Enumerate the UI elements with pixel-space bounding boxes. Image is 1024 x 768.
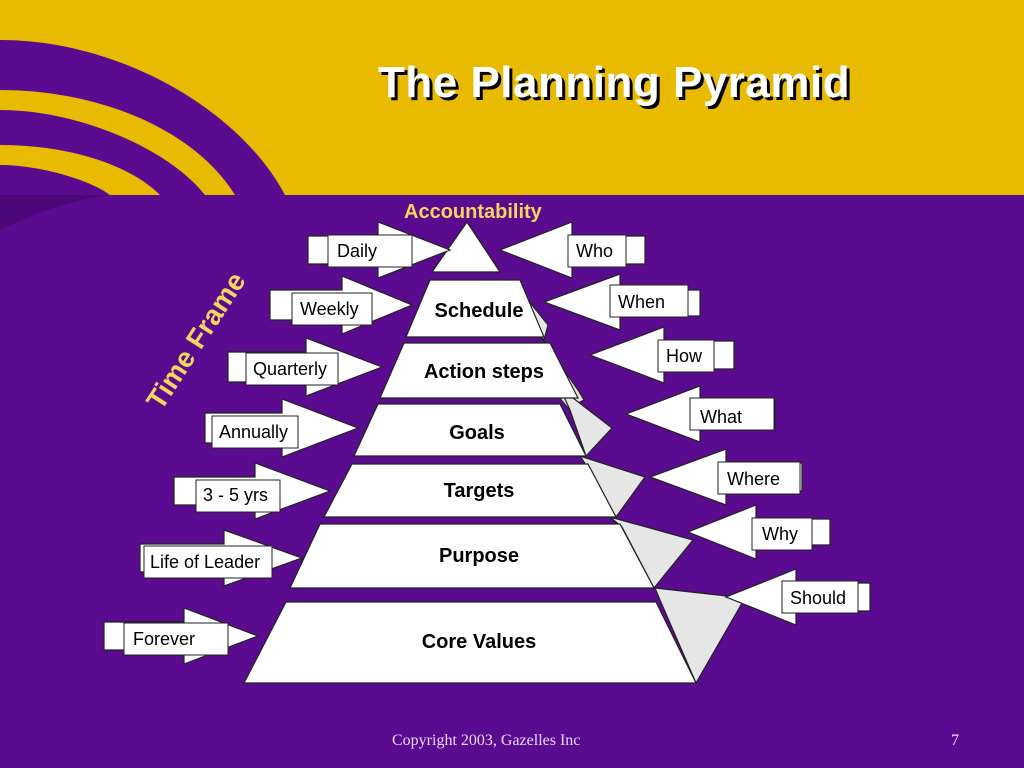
pyramid-layer-purpose — [289, 523, 655, 589]
tag-who: Who — [576, 241, 614, 261]
slide-title: The Planning Pyramid — [378, 58, 851, 107]
pyramid-layer-action-steps — [379, 342, 579, 399]
tag-annually: Annually — [219, 422, 289, 442]
page-number: 7 — [951, 732, 959, 749]
tag-weekly: Weekly — [300, 299, 359, 319]
tag-should: Should — [790, 588, 847, 608]
layer-label-goals: Goals — [449, 422, 505, 444]
decorative-arcs — [0, 40, 285, 195]
tag-where: Where — [727, 469, 781, 489]
layer-label-purpose: Purpose — [438, 545, 520, 567]
tag-how: How — [666, 346, 703, 366]
tag-what: What — [700, 407, 743, 427]
tag-daily: Daily — [337, 241, 378, 261]
accountability-label: Accountability — [404, 201, 542, 223]
planning-pyramid — [243, 220, 746, 685]
tag-forever: Forever — [133, 629, 196, 649]
pyramid-layer-schedule — [405, 279, 545, 338]
tag-when: When — [618, 292, 666, 312]
pyramid-layer-goals — [353, 403, 587, 457]
pyramid-layer-core-values — [243, 601, 697, 684]
layer-label-schedule: Schedule — [434, 300, 524, 322]
tag-why: Why — [762, 524, 798, 544]
layer-label-action-steps: Action steps — [423, 361, 545, 383]
pyramid-layer-targets — [323, 463, 617, 518]
copyright-footer: Copyright 2003, Gazelles Inc — [392, 732, 581, 749]
tag-quarterly: Quarterly — [253, 359, 328, 379]
tag-life-of-leader: Life of Leader — [150, 552, 261, 572]
layer-label-targets: Targets — [443, 480, 515, 502]
pyramid-apex — [430, 220, 502, 273]
tag-3-5-yrs: 3 - 5 yrs — [203, 485, 269, 505]
layer-label-core-values: Core Values — [421, 631, 537, 653]
